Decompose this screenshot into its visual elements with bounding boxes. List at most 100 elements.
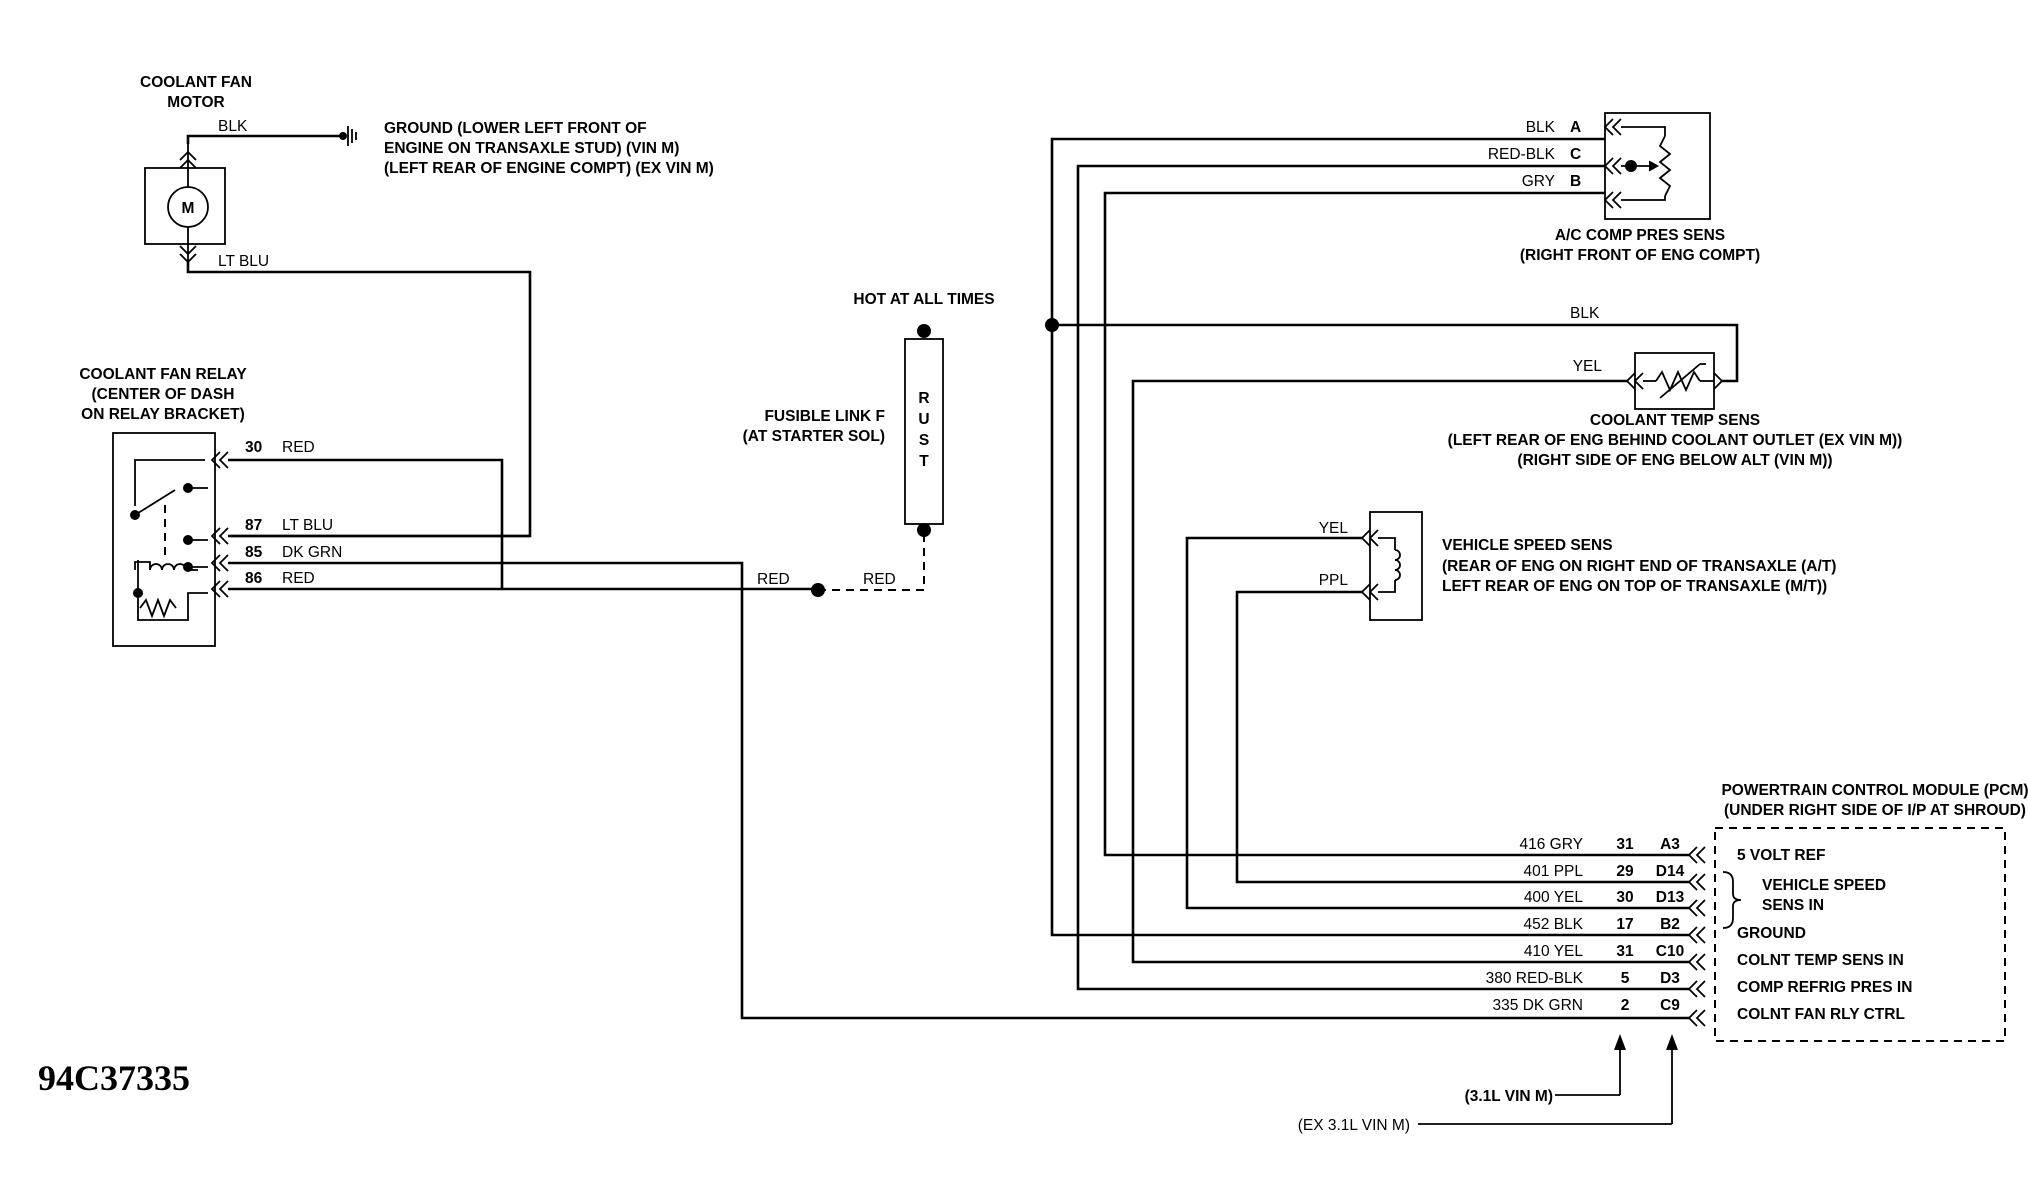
wire-red-30 (228, 458, 504, 589)
pcm-title-2: (UNDER RIGHT SIDE OF I/P AT SHROUD) (1724, 802, 2026, 819)
fn-5-volt-ref: 5 VOLT REF (1737, 847, 1825, 864)
wire-blk-ground (186, 134, 340, 144)
svg-text:C9: C9 (1660, 997, 1680, 1014)
ac-pin-c: C (1570, 146, 1581, 163)
svg-text:5: 5 (1621, 970, 1630, 987)
fn-ground: GROUND (1737, 925, 1806, 942)
wire-red-blk (1076, 164, 1605, 991)
table-row: 416 GRY 31 A3 (1520, 836, 1706, 864)
svg-text:31: 31 (1616, 943, 1634, 960)
vss-coil-icon (1394, 549, 1401, 581)
table-row: 380 RED-BLK 5 D3 (1486, 970, 1706, 998)
relay-pin-30: 30 (245, 439, 262, 456)
cts-title-2: (LEFT REAR OF ENG BEHIND COOLANT OUTLET … (1448, 432, 1903, 449)
coolant-fan-relay: COOLANT FAN RELAY (CENTER OF DASH ON REL… (79, 366, 342, 647)
relay-pin-85: 85 (245, 544, 263, 561)
svg-text:ENGINE ON TRANSAXLE STUD) (VIN: ENGINE ON TRANSAXLE STUD) (VIN M) (384, 140, 679, 157)
svg-text:U: U (918, 411, 929, 428)
ground-label: GROUND (LOWER LEFT FRONT OF ENGINE ON TR… (384, 120, 714, 177)
cts-wire-blk: BLK (1570, 305, 1600, 322)
svg-text:31: 31 (1616, 836, 1634, 853)
ac-sensor-title-2: (RIGHT FRONT OF ENG COMPT) (1520, 247, 1760, 264)
vehicle-speed-sensor: YEL PPL VEHICLE SPEED SENS (REAR OF ENG … (1319, 511, 1836, 621)
wire-blk-ground-ckt (1050, 137, 1605, 937)
connector-chevron-icon (179, 150, 197, 161)
wire-dk-grn-85 (228, 561, 1605, 1020)
fn-colnt-fan: COLNT FAN RLY CTRL (1737, 1006, 1905, 1023)
svg-text:D13: D13 (1656, 889, 1685, 906)
wire-ppl-vss (1235, 590, 1605, 884)
fusible-link: HOT AT ALL TIMES R U S T FUSIBLE LINK F … (743, 291, 995, 537)
relay-pin-87-color: LT BLU (282, 517, 333, 534)
pcm: POWERTRAIN CONTROL MODULE (PCM) (UNDER R… (1714, 782, 2028, 1042)
fn-vss-2: SENS IN (1762, 897, 1824, 914)
pcm-box (1714, 827, 2006, 1042)
coolant-temp-sensor: BLK YEL COOLANT TEMP SENS (LEFT REAR OF … (1052, 305, 1902, 469)
brace-icon (1722, 871, 1742, 929)
potentiometer-icon (1658, 135, 1672, 197)
pcm-functions: 5 VOLT REF VEHICLE SPEED SENS IN GROUND … (1722, 847, 1912, 1023)
relay-pin-86: 86 (245, 570, 263, 587)
relay-pin-86-color: RED (282, 570, 315, 587)
table-row: 335 DK GRN 2 C9 (1493, 997, 1706, 1027)
fusible-label-2: (AT STARTER SOL) (743, 428, 885, 445)
ac-sensor-title-1: A/C COMP PRES SENS (1555, 227, 1725, 244)
ac-wire-blk: BLK (1526, 119, 1556, 136)
wire-label-lt-blu: LT BLU (218, 253, 269, 270)
wire-yel-vss (1185, 536, 1605, 910)
svg-text:380 RED-BLK: 380 RED-BLK (1486, 970, 1584, 987)
cts-wire-yel: YEL (1573, 358, 1603, 375)
pcm-title-1: POWERTRAIN CONTROL MODULE (PCM) (1721, 782, 2028, 799)
vss-title-2: (REAR OF ENG ON RIGHT END OF TRANSAXLE (… (1442, 558, 1836, 575)
svg-text:C10: C10 (1656, 943, 1684, 960)
ac-comp-pres-sensor: A/C COMP PRES SENS (RIGHT FRONT OF ENG C… (1488, 112, 1760, 264)
fn-comp-refrig: COMP REFRIG PRES IN (1737, 979, 1912, 996)
svg-text:29: 29 (1616, 863, 1634, 880)
fan-motor-title-1: COOLANT FAN (140, 74, 252, 91)
wire-label-blk: BLK (218, 118, 248, 135)
note-ex-3-1l: (EX 3.1L VIN M) (1298, 1117, 1410, 1134)
svg-text:T: T (919, 453, 929, 470)
figure-id: 94C37335 (38, 1058, 190, 1098)
relay-pin-87: 87 (245, 517, 262, 534)
wire-label-red-left: RED (757, 571, 790, 588)
svg-text:400 YEL: 400 YEL (1524, 889, 1584, 906)
fusible-dashed-wire (818, 530, 925, 591)
svg-text:B2: B2 (1660, 916, 1680, 933)
cts-title-1: COOLANT TEMP SENS (1590, 412, 1760, 429)
svg-text:416 GRY: 416 GRY (1520, 836, 1583, 853)
table-row: 452 BLK 17 B2 (1524, 916, 1706, 944)
cts-title-3: (RIGHT SIDE OF ENG BELOW ALT (VIN M)) (1517, 452, 1832, 469)
relay-pin-30-color: RED (282, 439, 315, 456)
relay-coil-icon (149, 563, 187, 571)
relay-title-1: COOLANT FAN RELAY (79, 366, 247, 383)
fusible-label-1: FUSIBLE LINK F (764, 408, 885, 425)
svg-text:30: 30 (1616, 889, 1633, 906)
relay-resistor-icon (139, 597, 177, 619)
svg-text:410 YEL: 410 YEL (1524, 943, 1584, 960)
table-row: 400 YEL 30 D13 (1524, 889, 1706, 917)
relay-title-3: ON RELAY BRACKET) (81, 406, 245, 423)
ac-pin-a: A (1570, 119, 1581, 136)
hot-at-all-times: HOT AT ALL TIMES (853, 291, 994, 308)
fn-colnt-temp: COLNT TEMP SENS IN (1737, 952, 1904, 969)
svg-text:GROUND (LOWER LEFT FRONT OF: GROUND (LOWER LEFT FRONT OF (384, 120, 647, 137)
relay-pin-85-color: DK GRN (282, 544, 342, 561)
svg-text:452 BLK: 452 BLK (1524, 916, 1584, 933)
fan-motor-box (144, 167, 226, 245)
table-row: 401 PPL 29 D14 (1524, 863, 1706, 891)
wire-lt-blu (186, 262, 532, 538)
svg-text:2: 2 (1621, 997, 1630, 1014)
pcm-notes: (3.1L VIN M) (EX 3.1L VIN M) (1298, 1034, 1678, 1134)
ac-wire-gry: GRY (1522, 173, 1555, 190)
wire-yel-cts (1131, 379, 1627, 964)
wire-label-red-right: RED (863, 571, 896, 588)
motor-symbol: M (182, 200, 195, 217)
svg-text:A3: A3 (1660, 836, 1680, 853)
svg-text:17: 17 (1616, 916, 1633, 933)
arrow-up-icon (1666, 1034, 1678, 1050)
vss-box (1369, 511, 1423, 621)
arrow-up-icon (1614, 1034, 1626, 1050)
vss-wire-ppl: PPL (1319, 572, 1349, 589)
ground-icon (339, 126, 357, 146)
